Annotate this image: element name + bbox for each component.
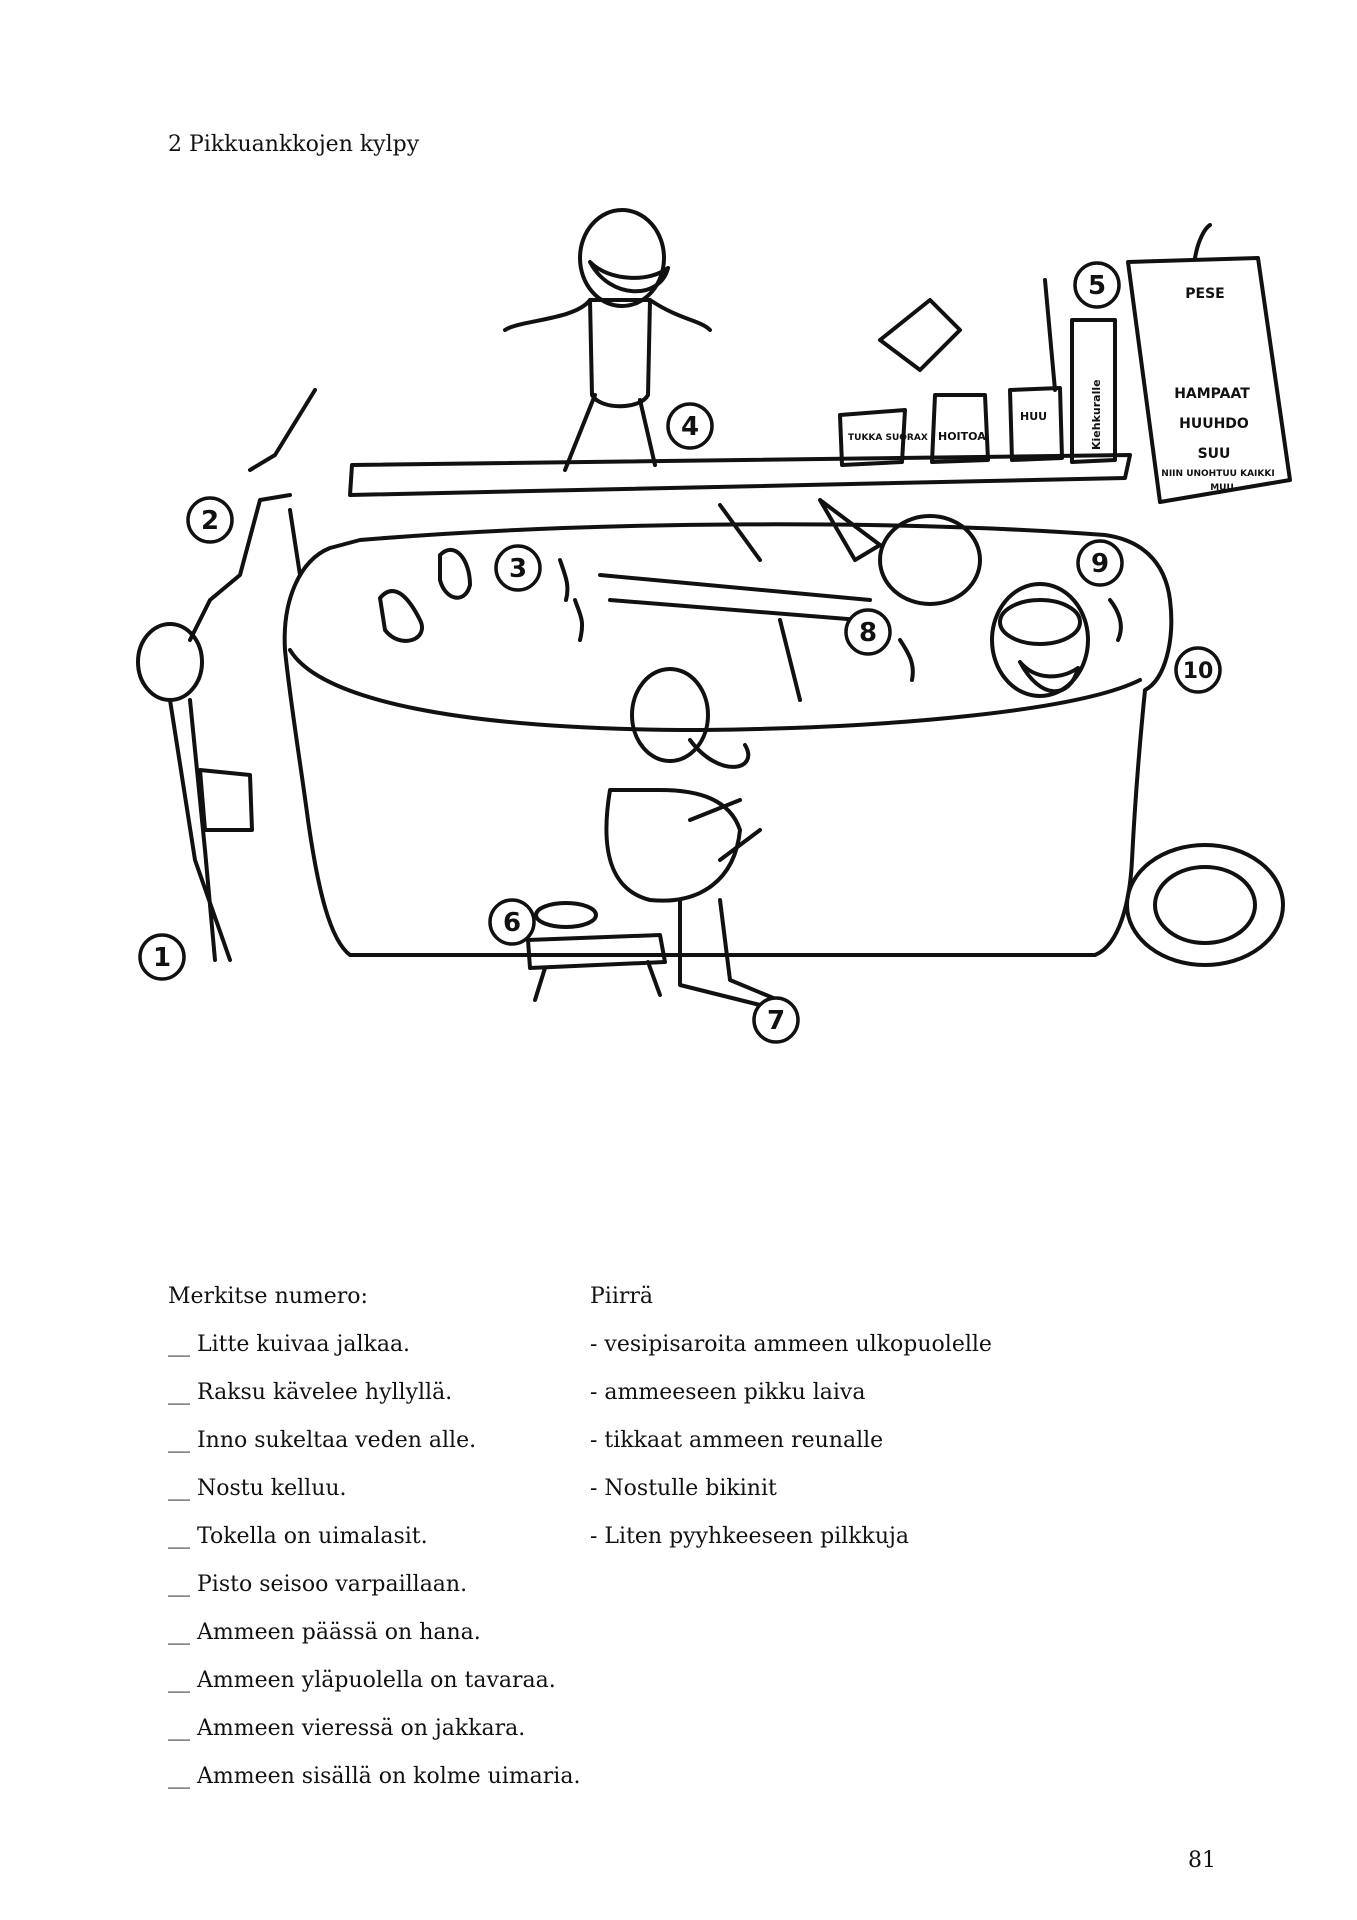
marker-7: 7 xyxy=(767,1006,785,1036)
poster-line-5: MUU xyxy=(1210,483,1234,493)
number-task-item: __ Pisto seisoo varpaillaan. xyxy=(168,1572,468,1597)
toothpaste-label: Kiehkuralle xyxy=(1090,379,1103,450)
bath-illustration: 1 2 3 4 5 6 7 8 9 10 TUKKA SUORAX HOITOA… xyxy=(136,208,1292,1044)
number-task-list: Merkitse numero: __ Litte kuivaa jalkaa.… xyxy=(168,1282,580,1810)
draw-task-item: - Liten pyyhkeeseen pilkkuja xyxy=(590,1524,909,1549)
poster-title: PESE xyxy=(1185,286,1224,302)
number-task-item: __ Nostu kelluu. xyxy=(168,1476,347,1501)
stool xyxy=(526,933,667,970)
draw-task-item: - vesipisaroita ammeen ulkopuolelle xyxy=(590,1332,992,1357)
hair-jar-label: TUKKA SUORAX xyxy=(848,433,928,443)
number-task-item: __ Litte kuivaa jalkaa. xyxy=(168,1332,411,1357)
marker-5: 5 xyxy=(1088,271,1106,301)
draw-task-item: - ammeeseen pikku laiva xyxy=(590,1380,866,1405)
number-task-item: __ Inno sukeltaa veden alle. xyxy=(168,1428,477,1453)
marker-6: 6 xyxy=(503,908,521,938)
marker-4: 4 xyxy=(681,412,699,442)
page-title: 2 Pikkuankkojen kylpy xyxy=(168,132,420,157)
poster-line-2: HUUHDO xyxy=(1179,416,1249,432)
number-task-item: __ Ammeen päässä on hana. xyxy=(168,1620,481,1645)
cup-label: HUU xyxy=(1020,410,1047,423)
poster-line-4: NIIN UNOHTUU KAIKKI xyxy=(1161,469,1274,479)
poster-line-1: HAMPAAT xyxy=(1174,386,1250,402)
number-task-item: __ Raksu kävelee hyllyllä. xyxy=(168,1380,453,1405)
marker-8: 8 xyxy=(859,618,877,648)
number-task-item: __ Ammeen sisällä on kolme uimaria. xyxy=(168,1764,581,1789)
draw-task-item: - tikkaat ammeen reunalle xyxy=(590,1428,884,1453)
marker-9: 9 xyxy=(1091,549,1109,579)
marker-10: 10 xyxy=(1183,659,1214,684)
care-jar-label: HOITOA xyxy=(938,430,986,443)
marker-3: 3 xyxy=(509,554,527,584)
shelf xyxy=(348,453,1132,497)
marker-2: 2 xyxy=(201,506,219,536)
draw-task-item: - Nostulle bikinit xyxy=(590,1476,777,1501)
draw-task-heading: Piirrä xyxy=(590,1284,654,1309)
page-number: 81 xyxy=(1188,1848,1216,1873)
draw-task-list: Piirrä - vesipisaroita ammeen ulkopuolel… xyxy=(590,1282,992,1570)
poster-line-3: SUU xyxy=(1198,446,1231,462)
number-task-heading: Merkitse numero: xyxy=(168,1284,368,1309)
bathtub xyxy=(282,522,1174,957)
number-task-item: __ Tokella on uimalasit. xyxy=(168,1524,428,1549)
poster xyxy=(1126,256,1292,504)
number-task-item: __ Ammeen yläpuolella on tavaraa. xyxy=(168,1668,556,1693)
marker-1: 1 xyxy=(153,943,171,973)
number-task-item: __ Ammeen vieressä on jakkara. xyxy=(168,1716,526,1741)
